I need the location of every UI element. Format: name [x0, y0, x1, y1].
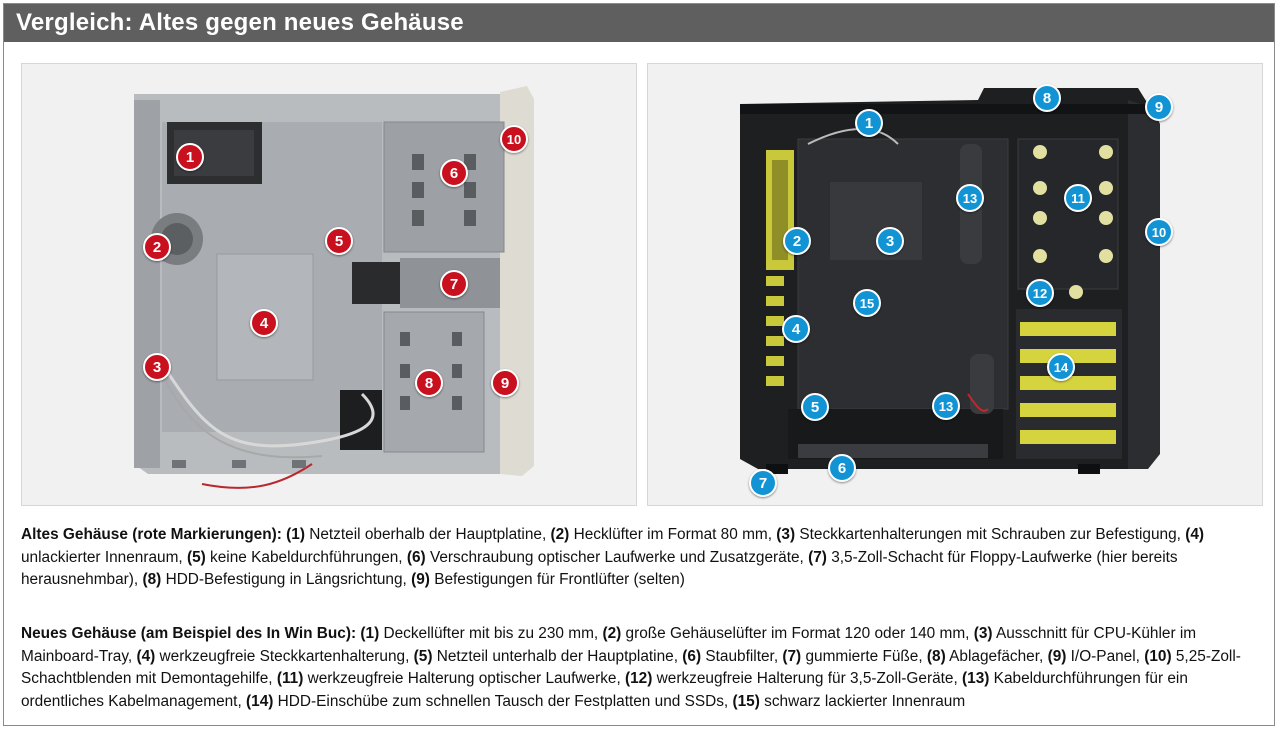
- new-item-text: werkzeugfreie Halterung für 3,5-Zoll-Ger…: [652, 670, 963, 687]
- new-item-text: Deckellüfter mit bis zu 230 mm,: [379, 625, 603, 642]
- new-item-num: (13): [962, 670, 990, 687]
- old-marker-3: 3: [143, 353, 171, 381]
- new-item-text: schwarz lackierter Innenraum: [759, 692, 966, 710]
- new-item-text: Ablagefächer,: [945, 647, 1048, 665]
- old-item-text: Verschraubung optischer Laufwerke und Zu…: [425, 548, 809, 566]
- new-marker-7: 7: [749, 469, 777, 497]
- new-case-photo: 1 2 3 4 5 6 7 8 9 10 11 12 13 13 14 15: [647, 63, 1263, 506]
- old-item-num: (5): [186, 548, 206, 566]
- new-item-num: (12): [625, 670, 653, 687]
- page-title: Vergleich: Altes gegen neues Gehäuse: [4, 4, 1274, 42]
- new-marker-11: 11: [1064, 184, 1092, 212]
- new-marker-13a: 13: [956, 184, 984, 212]
- new-marker-13b: 13: [932, 392, 960, 420]
- new-item-num: (9): [1047, 647, 1067, 665]
- new-item-num: (11): [276, 670, 304, 687]
- old-case-heading: Altes Gehäuse (rote Markierungen):: [21, 526, 282, 543]
- new-marker-4: 4: [782, 315, 810, 343]
- old-marker-4: 4: [250, 309, 278, 337]
- old-item-text: 3,5-Zoll-Schacht für Floppy-Laufwerke (h…: [21, 548, 1178, 589]
- old-item-num: (3): [776, 526, 796, 543]
- old-marker-2: 2: [143, 233, 171, 261]
- new-item-text: 5,25-Zoll-Schachtblenden mit Demontagehi…: [21, 647, 1241, 688]
- new-item-num: (2): [602, 625, 622, 642]
- old-item-num: (9): [411, 571, 430, 588]
- old-marker-7: 7: [440, 270, 468, 298]
- old-marker-5: 5: [325, 227, 353, 255]
- old-case-caption: Altes Gehäuse (rote Markierungen): (1) N…: [21, 524, 1261, 592]
- new-marker-10: 10: [1145, 218, 1173, 246]
- old-marker-8: 8: [415, 369, 443, 397]
- old-item-text: Steckkartenhalterungen mit Schrauben zur…: [795, 526, 1186, 543]
- new-item-num: (14): [246, 692, 274, 710]
- new-case-heading: Neues Gehäuse (am Beispiel des In Win Bu…: [21, 625, 357, 642]
- new-item-text: Ausschnitt für CPU-Kühler im Mainboard-T…: [21, 625, 1197, 665]
- new-item-num: (10): [1144, 647, 1172, 665]
- old-item-text: Netzteil oberhalb der Hauptplatine,: [304, 526, 551, 543]
- old-item-num: (2): [550, 526, 570, 543]
- new-item-num: (3): [973, 625, 993, 642]
- new-item-text: Kabeldurchführungen für ein ordentliches…: [21, 670, 1188, 710]
- new-item-num: (4): [136, 647, 156, 665]
- new-marker-8: 8: [1033, 84, 1061, 112]
- new-marker-6: 6: [828, 454, 856, 482]
- new-marker-9: 9: [1145, 93, 1173, 121]
- new-item-text: I/O-Panel,: [1066, 647, 1145, 665]
- old-marker-6: 6: [440, 159, 468, 187]
- new-item-text: werkzeugfreie Steckkartenhalterung,: [155, 647, 414, 665]
- new-item-text: große Gehäuselüfter im Format 120 oder 1…: [621, 625, 974, 642]
- new-marker-1: 1: [855, 109, 883, 137]
- old-marker-1: 1: [176, 143, 204, 171]
- new-marker-5: 5: [801, 393, 829, 421]
- new-case-illustration: [740, 88, 1160, 474]
- old-marker-9: 9: [491, 369, 519, 397]
- new-item-text: werkzeugfreie Halterung optischer Laufwe…: [303, 670, 625, 687]
- new-marker-14: 14: [1047, 353, 1075, 381]
- new-marker-3: 3: [876, 227, 904, 255]
- new-item-num: (1): [360, 625, 380, 642]
- old-case-photo: 1 2 3 4 5 6 7 8 9 10: [21, 63, 637, 506]
- old-marker-10: 10: [500, 125, 528, 153]
- new-marker-12: 12: [1026, 279, 1054, 307]
- new-item-num: (6): [682, 647, 702, 665]
- new-item-num: (7): [782, 647, 802, 665]
- old-item-text: keine Kabeldurchführungen,: [205, 548, 407, 566]
- old-item-text: Hecklüfter im Format 80 mm,: [569, 526, 777, 543]
- old-item-num: (8): [142, 571, 162, 588]
- old-case-illustration: [134, 86, 534, 489]
- old-item-text: unlackierter Innenraum,: [21, 548, 187, 566]
- new-marker-2: 2: [783, 227, 811, 255]
- old-item-num: (6): [406, 548, 426, 566]
- new-item-text: Staubfilter,: [701, 647, 783, 665]
- new-item-num: (15): [732, 692, 760, 710]
- new-item-num: (8): [926, 647, 946, 665]
- old-item-text: HDD-Befestigung in Längsrichtung,: [161, 571, 412, 588]
- old-item-text: Befestigungen für Frontlüfter (selten): [429, 571, 685, 588]
- new-marker-15: 15: [853, 289, 881, 317]
- new-case-caption: Neues Gehäuse (am Beispiel des In Win Bu…: [21, 623, 1261, 713]
- new-item-num: (5): [413, 647, 433, 665]
- new-item-text: Netzteil unterhalb der Hauptplatine,: [432, 647, 683, 665]
- old-item-num: (7): [808, 548, 827, 566]
- old-item-num: (1): [286, 526, 305, 543]
- article-frame: Vergleich: Altes gegen neues Gehäuse: [3, 3, 1275, 726]
- old-item-num: (4): [1185, 526, 1205, 543]
- new-item-text: HDD-Einschübe zum schnellen Tausch der F…: [273, 692, 733, 710]
- new-item-text: gummierte Füße,: [801, 647, 927, 665]
